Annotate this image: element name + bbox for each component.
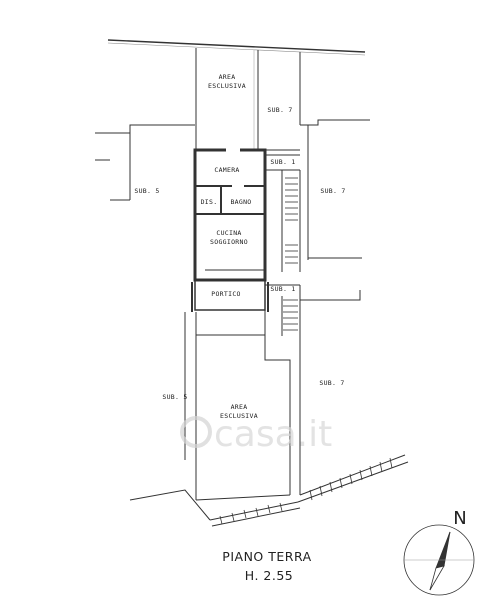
label-dis: DIS. (201, 198, 218, 206)
label-sub7-bottom: SUB. 7 (319, 379, 344, 387)
label-cucina: CUCINA (216, 229, 241, 237)
label-area-top-2: ESCLUSIVA (208, 82, 246, 90)
label-sub7-top: SUB. 7 (267, 106, 292, 114)
watermark-text: casa.it (214, 414, 332, 455)
compass-icon (403, 524, 475, 596)
label-area-bot-1: AREA (231, 403, 248, 411)
plan-title: PIANO TERRA (222, 549, 311, 564)
label-area-top-1: AREA (219, 73, 236, 81)
north-label: N (453, 508, 466, 529)
label-portico: PORTICO (211, 290, 241, 298)
label-area-bot-2: ESCLUSIVA (220, 412, 258, 420)
label-sub7-mid: SUB. 7 (320, 187, 345, 195)
label-sub1-top: SUB. 1 (270, 158, 295, 166)
plan-height: H. 2.55 (245, 568, 293, 583)
watermark: casa.it (180, 414, 332, 455)
label-camera: CAMERA (214, 166, 239, 174)
label-sub5-top: SUB. 5 (134, 187, 159, 195)
label-sub5-bottom: SUB. 5 (162, 393, 187, 401)
hatch-marks (219, 457, 393, 525)
label-sub1-mid: SUB. 1 (270, 285, 295, 293)
label-bagno: BAGNO (230, 198, 251, 206)
label-soggiorno: SOGGIORNO (210, 238, 248, 246)
plan-lines (95, 39, 409, 527)
